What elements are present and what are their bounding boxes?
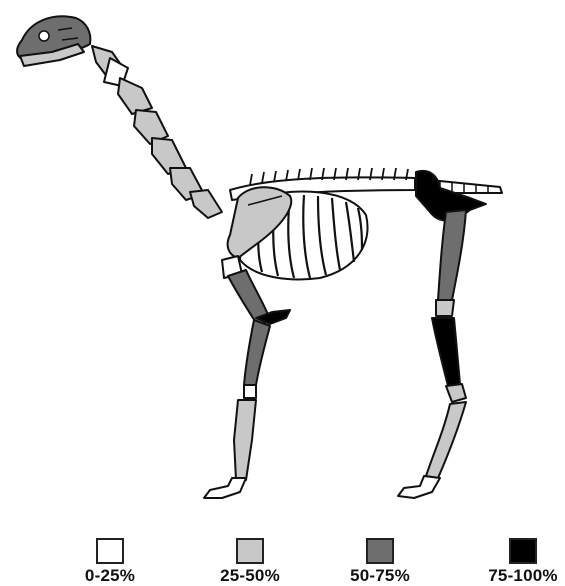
skeleton-diagram: [0, 0, 565, 530]
legend-label: 50-75%: [335, 566, 425, 586]
legend-swatch: [236, 538, 264, 564]
legend-item-50-75: 50-75%: [335, 538, 425, 586]
femur: [438, 210, 466, 300]
legend-label: 75-100%: [478, 566, 565, 586]
skull: [17, 16, 90, 66]
neck: [92, 46, 222, 218]
forelimb: [204, 256, 290, 498]
legend-label: 0-25%: [65, 566, 155, 586]
hindlimb: [398, 210, 466, 498]
legend-item-25-50: 25-50%: [205, 538, 295, 586]
legend-swatch: [366, 538, 394, 564]
legend-label: 25-50%: [205, 566, 295, 586]
legend-item-0-25: 0-25%: [65, 538, 155, 586]
legend-swatch: [96, 538, 124, 564]
legend-item-75-100: 75-100%: [478, 538, 565, 586]
legend-swatch: [509, 538, 537, 564]
